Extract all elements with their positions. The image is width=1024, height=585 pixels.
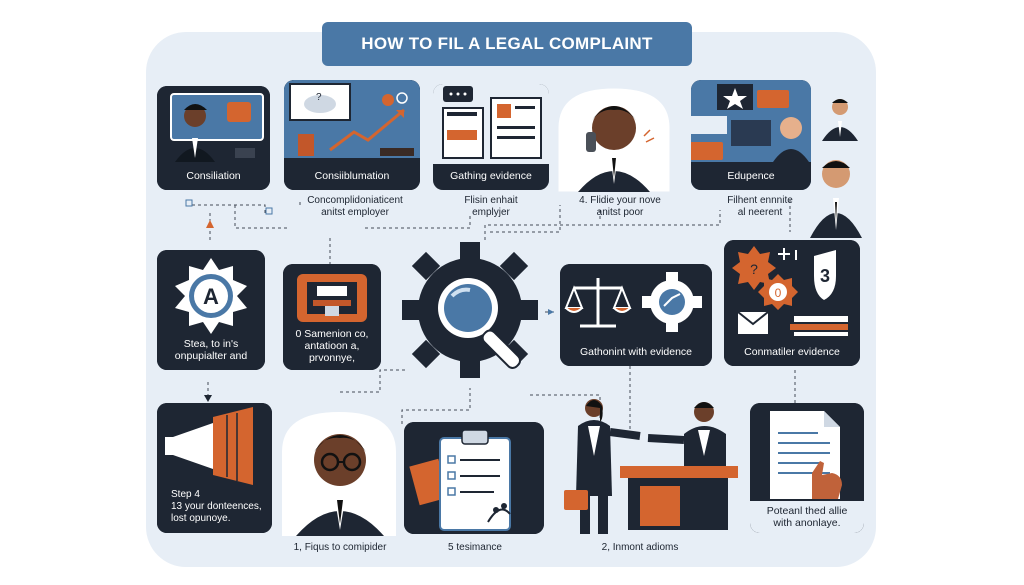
- person-phone-illustration: [557, 88, 671, 192]
- card-label: Edupence: [727, 170, 775, 182]
- card-label: Consiliation: [186, 170, 241, 182]
- card-caption: Flisin enhait emplyjer: [464, 195, 518, 218]
- megaphone-icon: [157, 403, 272, 533]
- shield-number: 3: [820, 266, 830, 286]
- badge-a-icon: A: [157, 250, 265, 370]
- title-banner: HOW TO FIL A LEGAL COMPLAINT: [322, 22, 692, 66]
- card-document: Poteanl thed allie with anonlaye.: [750, 403, 864, 533]
- card-step-4: Step 4 13 your donteences, lost opunoye.: [157, 403, 272, 533]
- person-glasses-illustration: [282, 412, 396, 536]
- reviews-illustration: [691, 80, 811, 190]
- svg-text:?: ?: [316, 92, 322, 103]
- card-conmatiler: ? 0 3 Conmatiler evidence: [724, 240, 860, 366]
- card-caption: 4. Flidie your nove anitst poor: [579, 195, 661, 218]
- card-gathing-evidence: Gathing evidence: [433, 84, 549, 190]
- svg-text:0: 0: [775, 286, 782, 300]
- card-label: Conmatiler evidence: [744, 346, 840, 358]
- evidence-shield-icon: ? 0 3: [724, 240, 860, 366]
- card-consiliation: Consiliation: [157, 86, 270, 190]
- card-label: Poteanl thed allie with anonlaye.: [750, 501, 864, 533]
- card-caption: 2, Inmont adioms: [601, 542, 679, 553]
- person-small-icon: [822, 99, 858, 141]
- consultation-illustration: [157, 86, 270, 190]
- svg-text:?: ?: [750, 261, 758, 277]
- card-label: Gathing evidence: [450, 170, 532, 182]
- gavel-desk-icon: [283, 264, 381, 370]
- card-label: Gathonint with evidence: [579, 346, 693, 358]
- scales-gear-icon: [560, 264, 712, 366]
- card-label: Stea, to in's onpupialter and: [174, 338, 248, 362]
- clipboard-checklist-icon: [404, 422, 544, 534]
- card-caption: 1, Fiqus to comipider: [293, 542, 387, 553]
- gear-magnifier-icon: [402, 242, 538, 378]
- page-title: HOW TO FIL A LEGAL COMPLAINT: [361, 34, 653, 53]
- card-edupence: Edupence: [691, 80, 811, 190]
- card-testimony: [404, 422, 544, 534]
- card-step-samenion: 0 Samenion co, antatioon a, prvonnye,: [283, 264, 381, 370]
- card-caption: Filhent ennnite al neerent: [727, 195, 793, 218]
- courtroom-meeting-illustration: [564, 399, 738, 534]
- person-standing-icon: [810, 160, 862, 238]
- card-gathonint: Gathonint with evidence: [560, 264, 712, 366]
- card-step-a: A Stea, to in's onpupialter and: [157, 250, 265, 370]
- card-label: Consiiblumation: [314, 170, 390, 182]
- card-label: Step 4 13 your donteences, lost opunoye.: [171, 489, 262, 524]
- card-caption: 5 tesimance: [448, 542, 502, 553]
- card-caption: Concomplidoniaticent anitst employer: [307, 195, 403, 218]
- growth-chart-illustration: ?: [284, 80, 420, 190]
- card-label: 0 Samenion co, antatioon a, prvonnye,: [295, 328, 369, 364]
- evidence-documents-illustration: [433, 84, 549, 190]
- card-consiiblumation: ? Consiiblumation: [284, 80, 420, 190]
- badge-letter: A: [203, 284, 219, 309]
